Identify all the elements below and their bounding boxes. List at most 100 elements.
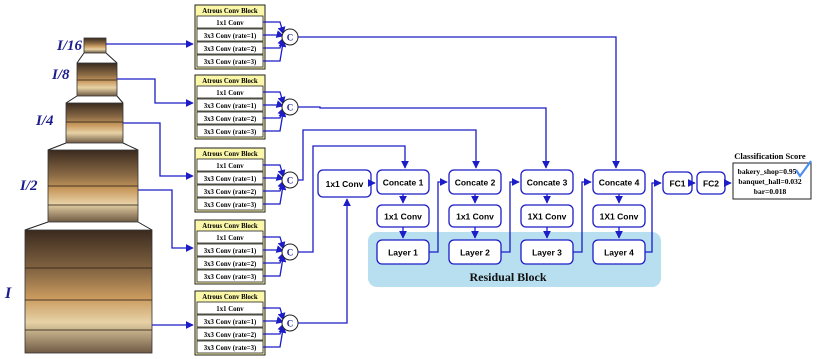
layer1-to-concat2-arrow [429,178,448,253]
concat-symbol: C [287,319,294,329]
scale4-to-concat2-arrow [298,129,480,181]
atrous-row-label: 3x3 Conv (rate=3) [204,59,257,66]
classification-line-1: bakery_shop=0.95 [738,167,797,176]
conv-2-box-label: 1x1 Conv [456,212,494,222]
residual-block-label: Residual Block [469,270,546,284]
atrous-to-concat-arrow [263,307,286,321]
atrous-row-label: 1x1 Conv [216,90,244,97]
image-pyramid [24,37,153,354]
atrous-to-concat-arrow [263,30,285,38]
atrous-conv-block: Atrous Conv Block 1x1 Conv 3x3 Conv (rate=… [194,147,299,213]
layer2-to-concat3-arrow [501,178,520,253]
scene-image-i [24,229,153,354]
atrous-block-title: Atrous Conv Block [202,151,258,158]
atrous-row-label: 3x3 Conv (rate=2) [204,116,257,123]
scale16-to-concat4-arrow [298,36,620,169]
concate-4-box: Concate 4 [592,169,646,195]
concate-1-box: Concate 1 [376,169,430,195]
atrous-to-concat-arrow [263,39,287,62]
atrous-block-title: Atrous Conv Block [202,78,258,85]
layer-3-box: Layer 3 [520,239,574,265]
atrous-to-concat-arrow [263,173,285,181]
concate-3-box-label: Concate 3 [527,178,568,188]
conv-3-box: 1X1 Conv [520,204,574,228]
scale-label-i: I [4,285,12,302]
atrous-to-concat-arrow [263,254,287,277]
atrous-to-concat-arrow [263,100,285,108]
fc1-box: FC1 [662,171,693,195]
concat-symbol: C [287,176,294,186]
classification-line-2: banquet_hall=0.032 [738,177,801,186]
atrous-to-concat-arrow [263,245,285,253]
atrous-to-concat-arrow [263,236,286,250]
layer-1-box: Layer 1 [376,239,430,265]
atrous-block-title: Atrous Conv Block [202,223,258,230]
atrous-row-label: 3x3 Conv (rate=3) [204,274,257,281]
scale2-to-concat1-arrow [298,145,409,253]
atrous-row-label: 3x3 Conv (rate=1) [204,248,257,255]
fc2-box: FC2 [696,171,726,195]
classification-box [732,162,812,200]
concate-2-box-label: Concate 2 [455,178,496,188]
scene-image-i4 [65,102,124,144]
layer-1-box-label: Layer 1 [388,248,418,258]
conv-2-box: 1x1 Conv [448,204,502,228]
atrous-block-title: Atrous Conv Block [202,8,258,15]
concat-symbol: C [287,33,294,43]
concate-1-box-label: Concate 1 [383,178,424,188]
atrous-to-concat-arrow [263,252,285,264]
atrous-row-label: 3x3 Conv (rate=1) [204,103,257,110]
conv-4-box: 1X1 Conv [592,204,646,228]
atrous-to-concat-arrow [263,37,285,49]
atrous-conv-blocks: Atrous Conv Block 1x1 Conv 3x3 Conv (rate=… [194,4,299,356]
atrous-to-concat-arrow [263,164,286,178]
layer3-to-concat4-arrow [573,178,592,253]
atrous-to-concat-arrow [263,109,287,132]
atrous-conv-block: Atrous Conv Block 1x1 Conv 3x3 Conv (rate=… [194,74,299,140]
classification-title: Classification Score [734,151,806,161]
atrous-to-concat-arrow [263,91,286,105]
atrous-row-label: 3x3 Conv (rate=3) [204,202,257,209]
atrous-to-concat-arrow [263,325,287,348]
scale-label-i4: I/4 [35,113,54,129]
scale8-to-concat3-arrow [298,106,550,169]
fc2-box-label: FC2 [703,179,719,189]
classification-score: Classification Score bakery_shop=0.95 ba… [732,151,812,200]
atrous-row-label: 1x1 Conv [216,163,244,170]
residual-block-background [368,232,661,287]
scale-label-i8: I/8 [51,67,70,83]
atrous-row-label: 1x1 Conv [216,20,244,27]
atrous-row-label: 3x3 Conv (rate=3) [204,129,257,136]
atrous-to-concat-arrow [263,316,285,324]
atrous-to-concat-arrow [263,182,287,205]
layer-3-box-label: Layer 3 [532,248,562,258]
scale1-to-topconv-arrow [298,198,351,324]
classification-line-3: bar=0.018 [754,187,787,196]
fc1-box-label: FC1 [669,179,685,189]
scale-label-i16: I/16 [56,38,83,54]
layer-4-box-label: Layer 4 [604,248,634,258]
image-to-block-arrow [138,189,194,252]
atrous-block-title: Atrous Conv Block [202,294,258,301]
atrous-to-concat-arrow [263,180,285,192]
concate-2-box: Concate 2 [448,169,502,195]
scale-label-i2: I/2 [19,178,38,194]
top-conv-box-label: 1x1 Conv [326,179,364,189]
atrous-row-label: 3x3 Conv (rate=1) [204,176,257,183]
atrous-row-label: 1x1 Conv [216,235,244,242]
atrous-to-concat-arrow [263,323,285,335]
atrous-conv-block: Atrous Conv Block 1x1 Conv 3x3 Conv (rate=… [194,4,299,70]
atrous-row-label: 3x3 Conv (rate=2) [204,46,257,53]
atrous-row-label: 3x3 Conv (rate=2) [204,261,257,268]
concat-symbol: C [287,248,294,258]
atrous-to-concat-arrow [263,21,286,35]
atrous-to-concat-arrow [263,107,285,119]
atrous-row-label: 1x1 Conv [216,306,244,313]
layer-4-box: Layer 4 [592,239,646,265]
layer-2-box: Layer 2 [448,239,502,265]
conv-3-box-label: 1X1 Conv [528,212,567,222]
top-conv-box: 1x1 Conv [317,169,372,198]
